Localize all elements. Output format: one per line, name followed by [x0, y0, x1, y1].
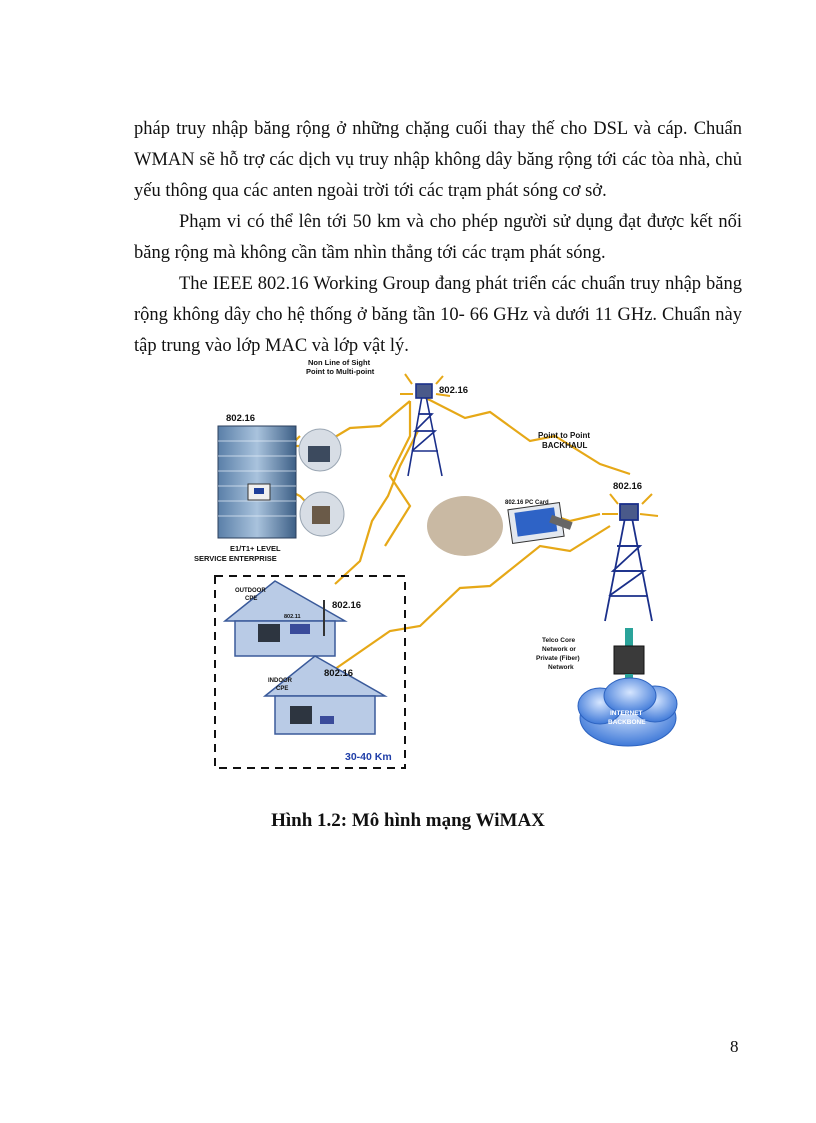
residential-area-box — [214, 575, 406, 769]
telco-label-2: Network or — [542, 646, 576, 653]
nlos-label-2: Point to Multi-point — [306, 367, 375, 376]
signal-burst-1 — [400, 373, 451, 397]
indoor-cpe-icon — [320, 716, 334, 724]
paragraph-2: Phạm vi có thể lên tới 50 km và cho phép… — [134, 212, 742, 263]
paragraph-3: The IEEE 802.16 Working Group đang phát … — [134, 274, 742, 356]
indoor-pc-icon — [290, 706, 312, 724]
person-icon — [312, 506, 330, 524]
pc-card-icon — [549, 514, 573, 530]
paragraph-1: pháp truy nhập băng rộng ở những chặng c… — [134, 119, 742, 201]
indoor-label-2: CPE — [276, 686, 288, 692]
backhaul-label-2: BACKHAUL — [542, 441, 587, 450]
indoor-house — [262, 655, 388, 735]
enterprise-label-2: SERVICE ENTERPRISE — [194, 554, 277, 563]
enterprise-label-1: E1/T1+ LEVEL — [230, 544, 281, 553]
indoor-label-1: INDOOR — [268, 678, 293, 684]
outdoor-label-2: CPE — [245, 596, 257, 602]
tower-2-label: 802.16 — [613, 481, 642, 492]
internet-label-2: BACKBONE — [608, 719, 646, 726]
router-label: 802.11 — [284, 614, 301, 620]
page-number: 8 — [730, 1037, 739, 1056]
tower-2 — [604, 503, 653, 622]
backhaul-link — [417, 393, 631, 476]
internet-label-1: INTERNET — [610, 710, 643, 717]
tower-1-label: 802.16 — [439, 385, 468, 396]
signal-burst-2 — [602, 493, 659, 517]
telco-label-1: Telco Core — [542, 637, 575, 644]
outdoor-house — [222, 580, 348, 657]
pc-card-label: 802.16 PC Card — [505, 500, 549, 506]
laptop-screen — [514, 507, 558, 537]
telco-label-4: Network — [548, 664, 574, 671]
indoor-link — [324, 525, 611, 677]
building-label: 802.16 — [226, 413, 255, 424]
wireless-links — [269, 393, 631, 677]
tower-1 — [407, 383, 443, 477]
indoor-link-label: 802.16 — [324, 668, 353, 679]
telco-switch — [613, 645, 645, 675]
figure-caption: Hình 1.2: Mô hình mạng WiMAX — [271, 810, 545, 831]
outdoor-router-icon — [290, 624, 310, 634]
outdoor-label-1: OUTDOOR — [235, 588, 266, 594]
wimax-network-diagram: Non Line of Sight Point to Multi-point 8… — [194, 358, 678, 769]
backhaul-label-1: Point to Point — [538, 431, 590, 440]
outdoor-link-label: 802.16 — [332, 600, 361, 611]
laptop-icon — [308, 446, 330, 462]
fiber-link-1 — [625, 628, 633, 646]
lightning-bolt — [384, 401, 412, 547]
outdoor-pc-icon — [258, 624, 280, 642]
distance-label: 30-40 Km — [345, 751, 392, 763]
telco-label-3: Private (Fiber) — [536, 655, 580, 662]
laptop-user-photo — [427, 496, 503, 556]
internet-cloud — [577, 677, 678, 747]
nlos-label-1: Non Line of Sight — [308, 358, 371, 367]
office-building — [217, 425, 297, 539]
nlos-link-outdoor — [334, 430, 419, 585]
